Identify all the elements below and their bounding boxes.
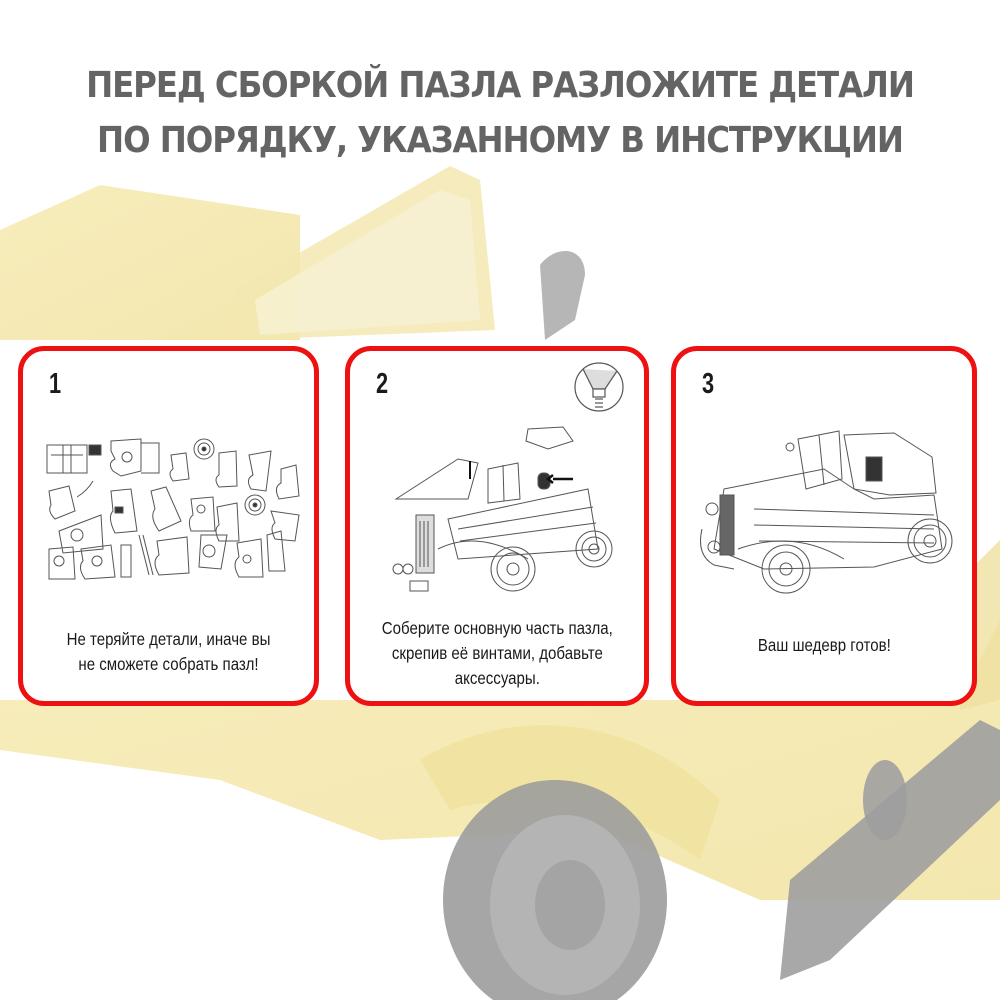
- step-number: 3: [702, 368, 715, 400]
- step-caption: Не теряйте детали, иначе вы не сможете с…: [66, 629, 271, 674]
- step-card-2: 2 Соберите основную часть пазла, скрепив…: [345, 346, 649, 706]
- title-line-2: ПО ПОРЯДКУ, УКАЗАННОМУ В ИНСТРУКЦИИ: [97, 120, 904, 161]
- screw-tightening-icon: [574, 362, 624, 412]
- step-caption: Соберите основную часть пазла, скрепив е…: [381, 618, 613, 688]
- page-title: ПЕРЕД СБОРКОЙ ПАЗЛА РАЗЛОЖИТЕ ДЕТАЛИ ПО …: [50, 58, 950, 168]
- car-partial-assembly-icon: [392, 426, 613, 592]
- step-card-1: 1 Не теряйте детали, иначе вы не сможете…: [18, 346, 319, 706]
- scattered-puzzle-pieces-icon: [46, 438, 300, 580]
- title-line-1: ПЕРЕД СБОРКОЙ ПАЗЛА РАЗЛОЖИТЕ ДЕТАЛИ: [86, 65, 915, 106]
- step-number: 1: [49, 368, 62, 400]
- step-number: 2: [376, 368, 389, 400]
- assembled-retro-car-icon: [700, 430, 953, 594]
- step-card-3: 3 Ваш шедевр готов!: [671, 346, 977, 706]
- step-caption: Ваш шедевр готов!: [757, 635, 891, 655]
